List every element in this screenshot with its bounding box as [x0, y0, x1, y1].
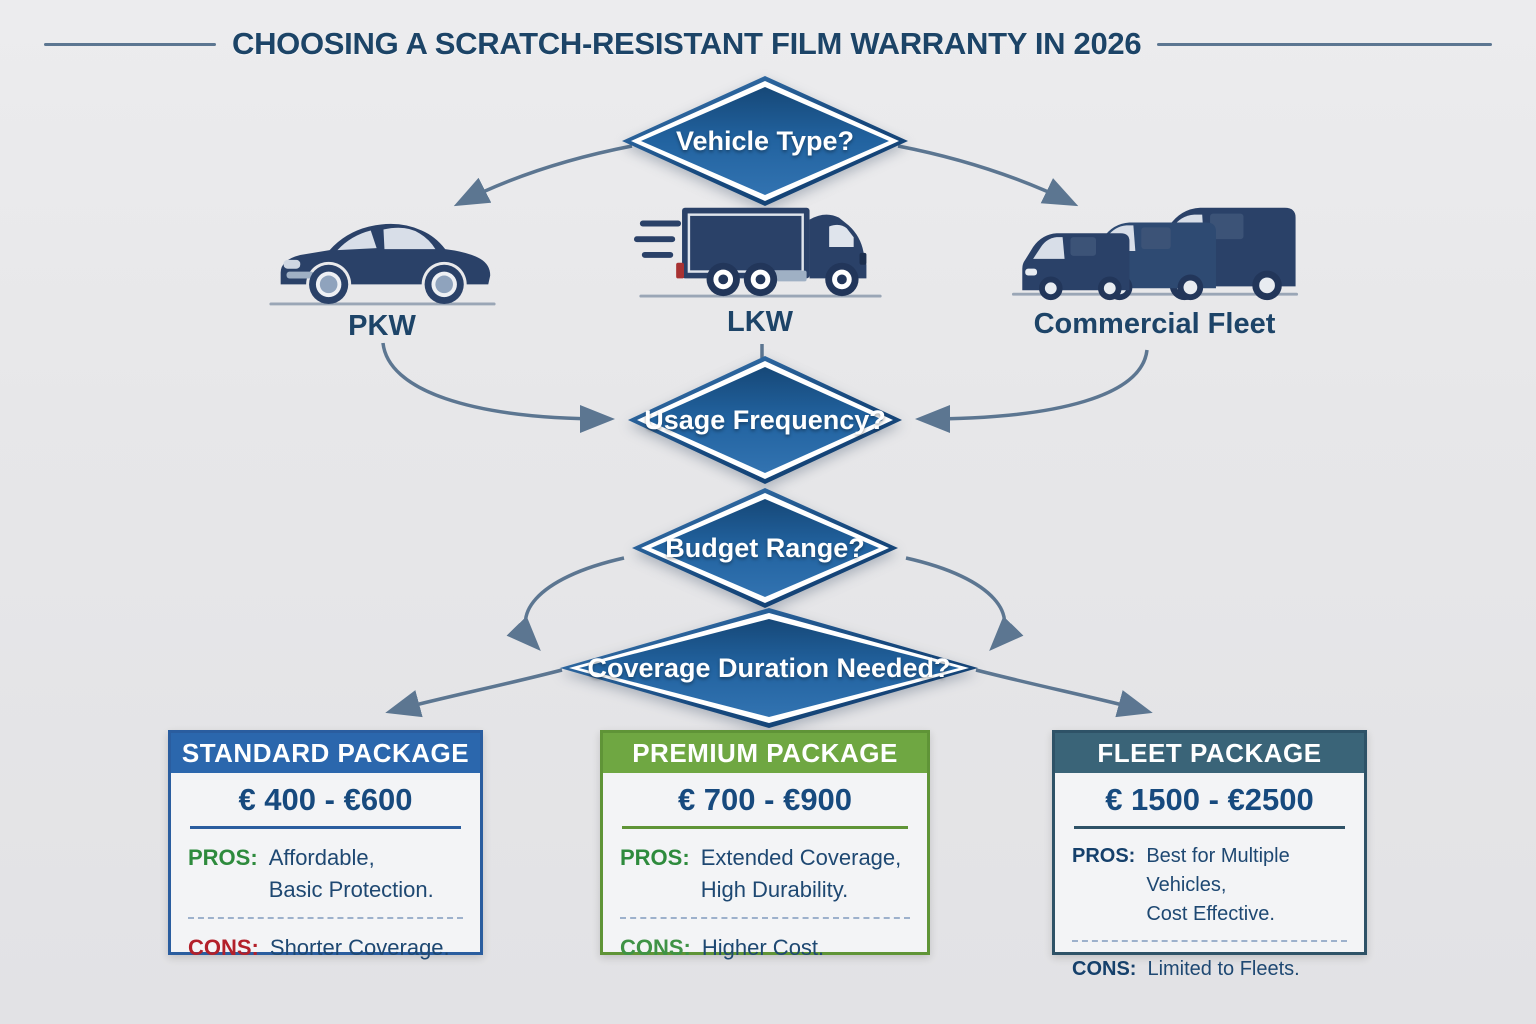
pros-row: PROS: Extended Coverage, High Durability…	[620, 842, 910, 906]
arrow-coverage-to-standard	[385, 668, 563, 718]
arrow-coverage-to-fleetpackage	[975, 668, 1153, 718]
title-bar: CHOOSING A SCRATCH-RESISTANT FILM WARRAN…	[0, 26, 1536, 62]
package-price: € 400 - €600	[238, 782, 413, 817]
vehicle-label: LKW	[726, 306, 794, 338]
package-body: € 700 - €900 PROS: Extended Coverage, Hi…	[603, 773, 927, 964]
price-divider	[190, 826, 461, 829]
arrow-vehicletype-to-pkw	[453, 144, 633, 207]
truck-icon	[633, 207, 882, 298]
cons-text: Higher Cost.	[701, 934, 825, 960]
decision-coverage-duration: Coverage Duration Needed?	[560, 608, 978, 728]
dashed-divider	[188, 916, 463, 919]
arrow-fleet-to-usage	[915, 349, 1149, 433]
package-body: € 400 - €600 PROS: Affordable, Basic Pro…	[171, 773, 480, 964]
pros-label: PROS:	[188, 845, 258, 870]
pros-row: PROS: Best for Multiple Vehicles, Cost E…	[1072, 842, 1347, 929]
dashed-divider	[620, 916, 910, 919]
car-icon	[268, 223, 496, 306]
package-body: € 1500 - €2500 PROS: Best for Multiple V…	[1055, 773, 1364, 984]
package-price: € 700 - €900	[677, 782, 853, 817]
dashed-divider	[1072, 940, 1347, 942]
decision-label: Vehicle Type?	[675, 125, 855, 156]
title-rule-left	[44, 42, 216, 46]
pros-text: Best for Multiple Vehicles, Cost Effecti…	[1146, 845, 1290, 925]
price-divider	[622, 826, 908, 829]
decision-usage-frequency: Usage Frequency?	[628, 356, 902, 484]
cons-row: CONS: Shorter Coverage.	[188, 932, 463, 964]
pros-label: PROS:	[620, 845, 690, 870]
cons-row: CONS: Limited to Fleets.	[1072, 955, 1347, 984]
vehicle-pkw: PKW	[262, 200, 502, 343]
cons-label: CONS:	[620, 934, 691, 960]
package-header: STANDARD PACKAGE	[171, 733, 480, 773]
package-price: € 1500 - €2500	[1105, 782, 1314, 817]
cons-row: CONS: Higher Cost.	[620, 932, 910, 964]
price-divider	[1074, 826, 1345, 829]
decision-vehicle-type: Vehicle Type?	[622, 76, 908, 206]
decision-label: Budget Range?	[665, 532, 865, 563]
package-header: FLEET PACKAGE	[1055, 733, 1364, 773]
pros-text: Extended Coverage, High Durability.	[700, 845, 902, 902]
vehicle-label: PKW	[348, 310, 416, 342]
pros-text: Affordable, Basic Protection.	[268, 845, 434, 902]
arrow-pkw-to-usage	[381, 342, 615, 433]
decision-budget-range: Budget Range?	[632, 488, 898, 608]
vehicle-label: Commercial Fleet	[1033, 308, 1276, 340]
fleet-package-card: FLEET PACKAGE € 1500 - €2500 PROS: Best …	[1052, 730, 1367, 980]
pros-row: PROS: Affordable, Basic Protection.	[188, 842, 463, 906]
cons-text: Shorter Coverage.	[269, 934, 450, 960]
van-fleet-icon	[1011, 207, 1298, 301]
page-title: CHOOSING A SCRATCH-RESISTANT FILM WARRAN…	[232, 26, 1142, 61]
pros-label: PROS:	[1072, 845, 1136, 867]
decision-label: Coverage Duration Needed?	[587, 652, 951, 683]
vehicle-lkw: LKW	[630, 194, 890, 339]
cons-text: Limited to Fleets.	[1147, 958, 1300, 980]
cons-label: CONS:	[1072, 958, 1137, 980]
title-rule-right	[1157, 42, 1492, 46]
decision-label: Usage Frequency?	[644, 404, 886, 435]
package-header: PREMIUM PACKAGE	[603, 733, 927, 773]
cons-label: CONS:	[188, 934, 259, 960]
premium-package-card: PREMIUM PACKAGE € 700 - €900 PROS: Exten…	[600, 730, 930, 960]
vehicle-commercial-fleet: Commercial Fleet	[1002, 190, 1307, 341]
standard-package-card: STANDARD PACKAGE € 400 - €600 PROS: Affo…	[168, 730, 483, 960]
